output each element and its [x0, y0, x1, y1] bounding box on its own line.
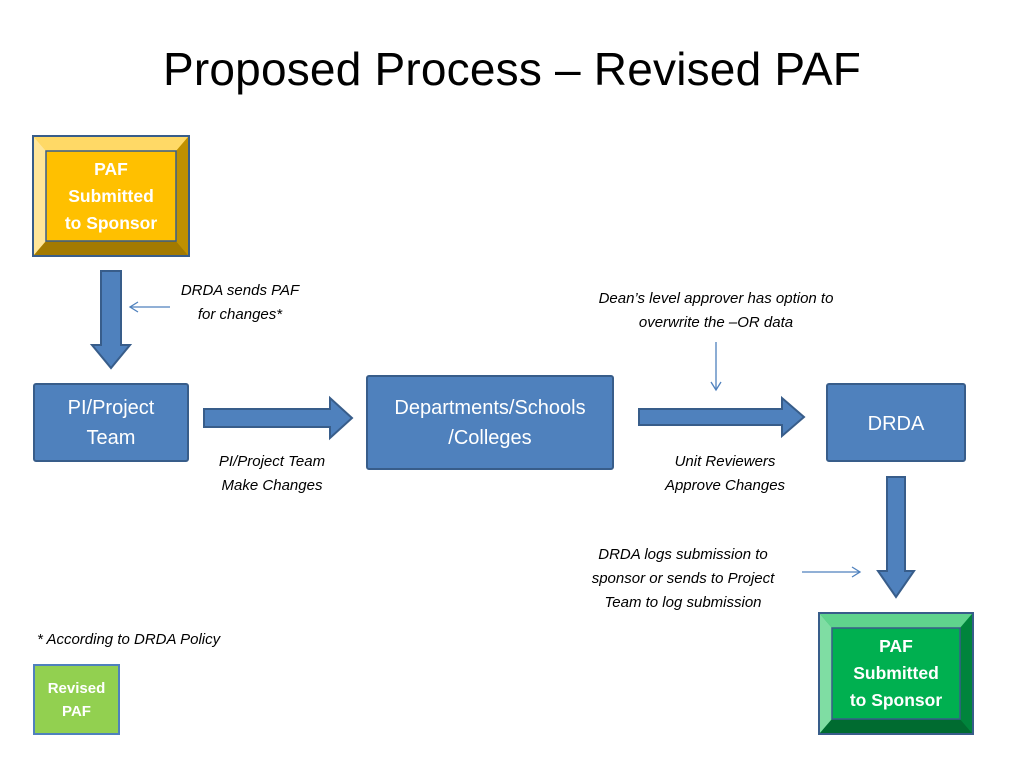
- footnote: * According to DRDA Policy: [37, 631, 221, 648]
- block-arrow-down-1: [89, 270, 133, 370]
- drda-box: DRDA: [826, 383, 966, 462]
- bevel-frame-top: [32, 135, 190, 257]
- block-arrow-right-2: [638, 395, 806, 439]
- note-deans-level: Dean’s level approver has option to over…: [598, 290, 834, 331]
- departments-box: Departments/Schools /Colleges: [366, 375, 614, 470]
- block-arrow-down-2: [876, 476, 916, 599]
- legend-revised-paf: Revised PAF: [33, 664, 120, 735]
- thin-arrow-down: [710, 342, 722, 392]
- note-drda-sends: DRDA sends PAF for changes*: [180, 282, 300, 323]
- paf-submitted-top-label: PAF Submitted to Sponsor: [64, 158, 158, 233]
- block-arrow-right-1: [203, 395, 354, 441]
- thin-arrow-right: [802, 566, 862, 578]
- note-unit-reviewers: Unit Reviewers Approve Changes: [664, 453, 786, 494]
- paf-submitted-bottom-label: PAF Submitted to Sponsor: [849, 636, 943, 710]
- page-title: Proposed Process – Revised PAF: [162, 43, 862, 95]
- thin-arrow-left: [128, 301, 170, 313]
- pi-project-team-box: PI/Project Team: [33, 383, 189, 462]
- bevel-frame-bottom: [818, 612, 974, 735]
- note-pi-changes: PI/Project Team Make Changes: [218, 453, 326, 494]
- note-drda-logs: DRDA logs submission to sponsor or sends…: [591, 546, 775, 611]
